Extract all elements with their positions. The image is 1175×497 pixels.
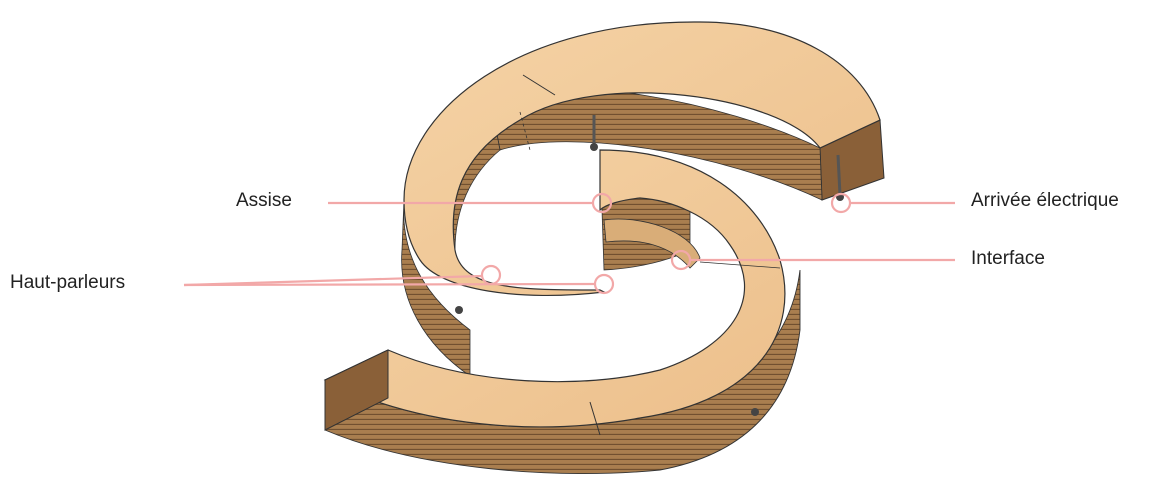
callout-marker-hp-1 <box>482 266 500 284</box>
label-arrivee-electrique: Arrivée électrique <box>971 191 1119 210</box>
label-assise: Assise <box>236 191 292 210</box>
callouts <box>184 194 955 293</box>
lower-seat-arc <box>325 150 800 474</box>
callout-marker-hp-2 <box>595 275 613 293</box>
label-haut-parleurs: Haut-parleurs <box>10 273 125 292</box>
label-interface: Interface <box>971 249 1045 268</box>
callout-line-hp-2 <box>184 284 594 285</box>
